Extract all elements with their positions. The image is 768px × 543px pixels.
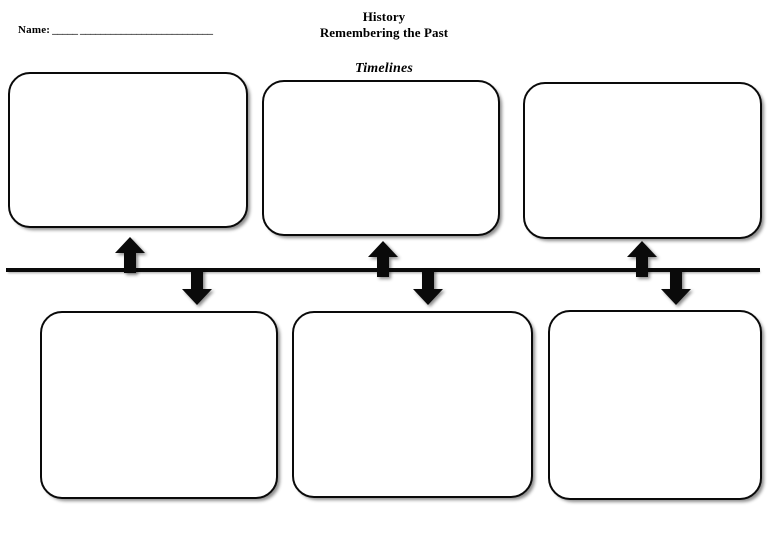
title-line-1: History bbox=[362, 9, 406, 24]
page-title: History Remembering the Past bbox=[0, 9, 768, 41]
arrow-up-icon bbox=[627, 241, 657, 277]
page-subtitle: Timelines bbox=[354, 61, 414, 76]
arrow-up-icon bbox=[115, 237, 145, 273]
name-blank-line[interactable]: _____ __________________________ bbox=[52, 24, 213, 36]
top-box-2[interactable] bbox=[262, 80, 500, 236]
bottom-box-2[interactable] bbox=[292, 311, 533, 498]
name-label: Name: bbox=[18, 24, 51, 36]
bottom-box-1[interactable] bbox=[40, 311, 278, 499]
arrow-up-icon bbox=[368, 241, 398, 277]
top-box-1[interactable] bbox=[8, 72, 248, 228]
bottom-box-3[interactable] bbox=[548, 310, 762, 500]
arrow-down-icon bbox=[661, 269, 691, 305]
top-box-3[interactable] bbox=[523, 82, 762, 239]
arrow-down-icon bbox=[413, 269, 443, 305]
name-field[interactable]: Name: _____ __________________________ bbox=[18, 24, 213, 36]
title-line-2: Remembering the Past bbox=[319, 25, 449, 40]
arrow-down-icon bbox=[182, 269, 212, 305]
